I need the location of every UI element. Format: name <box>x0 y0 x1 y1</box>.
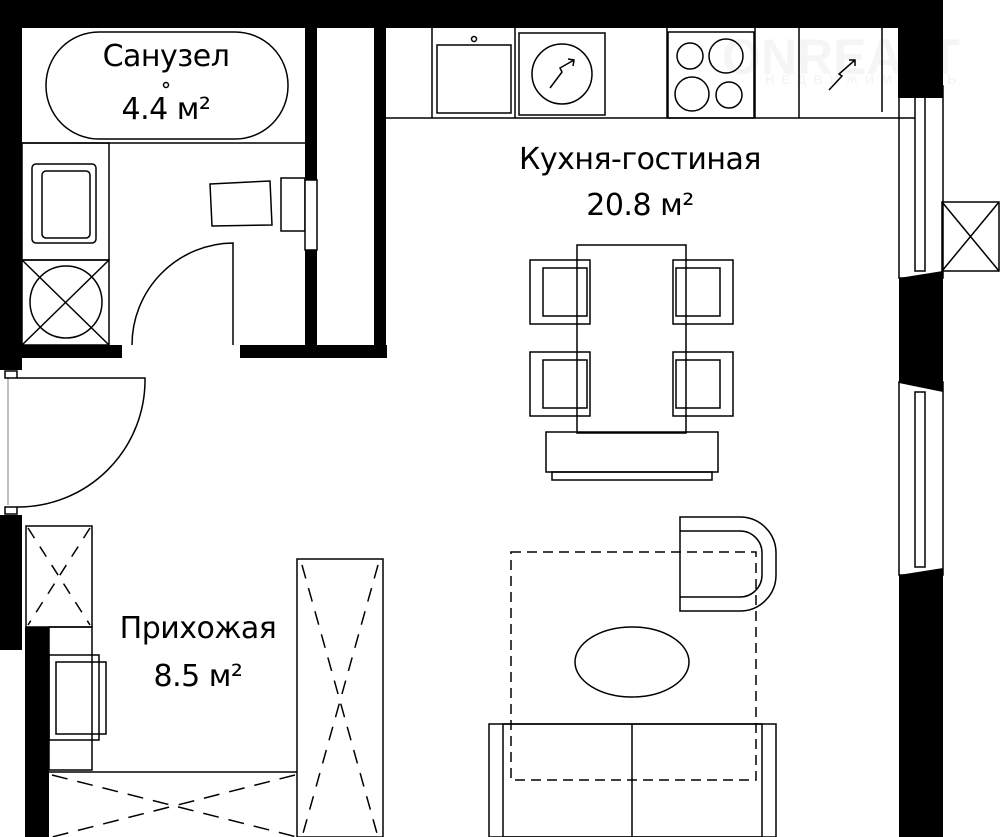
toilet-icon <box>209 180 273 227</box>
oven-icon <box>828 59 856 91</box>
entrance-door-swing <box>16 377 146 508</box>
armchair-icon <box>679 516 777 612</box>
bench <box>545 431 719 473</box>
room-area: 20.8 м² <box>586 188 694 223</box>
dishwasher-icon <box>518 32 606 116</box>
wall-left-upper <box>0 0 22 370</box>
bathtub <box>45 31 289 140</box>
room-area: 4.4 м² <box>121 92 211 127</box>
cooktop-icon <box>667 31 755 119</box>
wall-right-bottom <box>899 568 943 837</box>
wall-top <box>0 0 943 28</box>
room-bathroom: Санузел 4.4 м² <box>66 38 266 129</box>
wall-right-middle <box>899 271 943 392</box>
chair <box>672 259 734 325</box>
bathtub-drain-icon <box>162 81 170 89</box>
wall-bath-bottom-left <box>22 345 122 358</box>
kitchen-sink-icon <box>436 44 512 114</box>
hallway-bench <box>48 654 100 741</box>
room-hallway: Прихожая 8.5 м² <box>98 610 298 696</box>
room-name: Санузел <box>102 39 230 74</box>
chair <box>672 351 734 417</box>
room-area: 8.5 м² <box>153 659 243 694</box>
toilet-tank <box>280 177 306 232</box>
wall-left-lower <box>25 627 49 837</box>
sink-icon <box>31 163 97 244</box>
chair <box>529 259 591 325</box>
rug <box>510 551 757 781</box>
coffee-table <box>574 626 690 698</box>
wardrobe <box>296 558 384 837</box>
wall-left-middle <box>0 515 22 650</box>
room-name: Кухня-гостиная <box>519 142 761 177</box>
wall-shaft <box>374 28 386 358</box>
sink-bowl <box>41 170 91 239</box>
chair <box>529 351 591 417</box>
room-kitchen-living: Кухня-гостиная 20.8 м² <box>480 141 800 225</box>
bath-door-swing <box>131 242 234 346</box>
washing-machine <box>21 259 110 346</box>
window-lower <box>898 381 944 576</box>
dining-table <box>576 244 687 434</box>
watermark-tagline: НЕДВИЖИМОСТЬ <box>765 72 963 87</box>
room-name: Прихожая <box>119 611 277 646</box>
air-conditioner-icon <box>941 201 1000 272</box>
wall-right-top <box>898 0 943 98</box>
bath-door-opening <box>304 179 318 251</box>
washing-machine-drum-icon <box>29 265 103 339</box>
window-upper <box>898 85 944 279</box>
walls <box>0 0 943 837</box>
